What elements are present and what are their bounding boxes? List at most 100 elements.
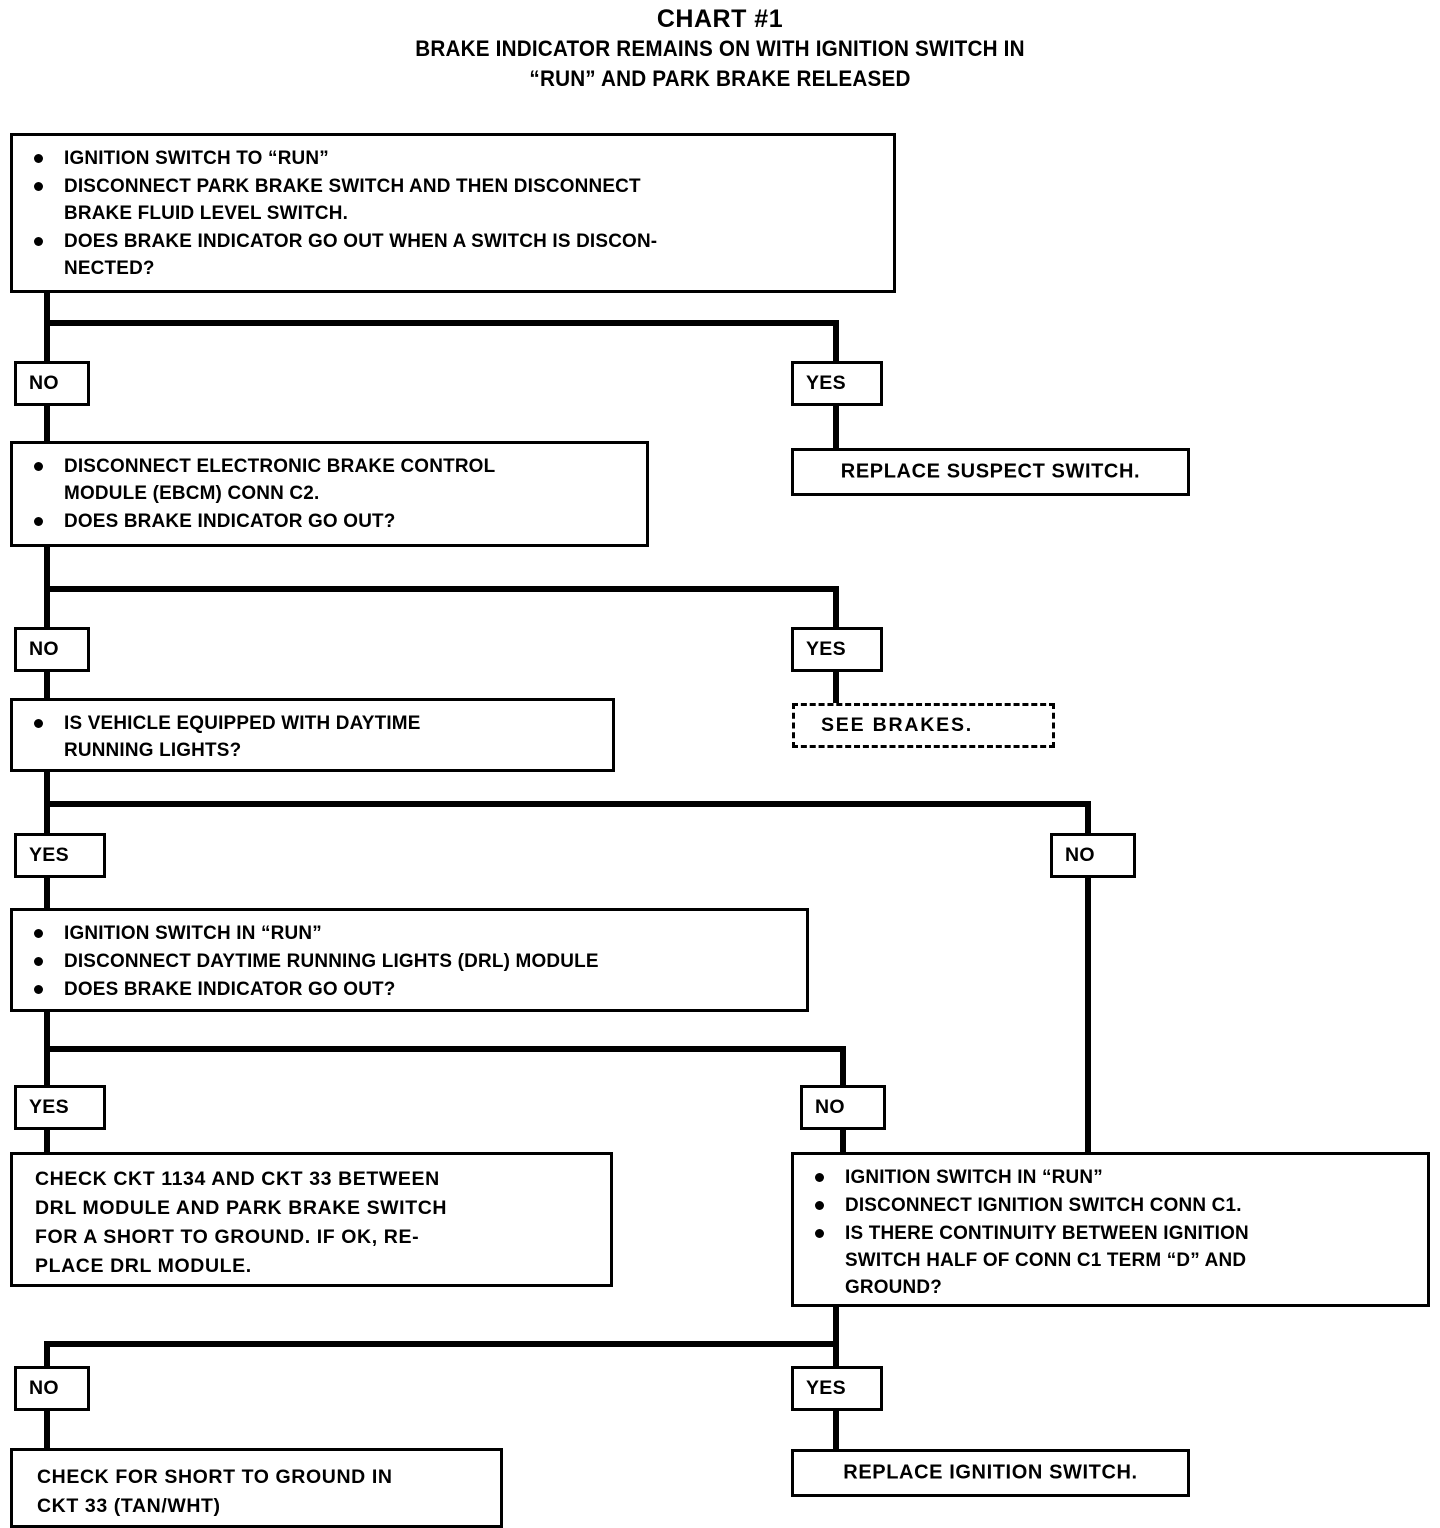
branch-label-text: NO: [29, 637, 59, 660]
connector-no1-to-step2: [44, 405, 50, 443]
branch-label-yes-2: YES: [791, 627, 883, 672]
step-4-question-box: IGNITION SWITCH IN “RUN” DISCONNECT DAYT…: [10, 908, 809, 1012]
connector-step5-branch: [44, 1341, 839, 1347]
chart-subtitle-line-2: “RUN” AND PARK BRAKE RELEASED: [529, 66, 911, 91]
outcome-text: CHECK CKT 1134 AND CKT 33 BETWEEN DRL MO…: [35, 1168, 448, 1277]
list-item: IGNITION SWITCH TO “RUN”: [25, 145, 887, 172]
bullet-icon: [815, 1173, 824, 1182]
connector-step5-to-yes: [833, 1341, 839, 1383]
bullet-icon: [34, 957, 43, 966]
branch-label-no-3: NO: [1050, 833, 1136, 878]
branch-label-yes-3: YES: [14, 833, 106, 878]
list-item: DISCONNECT DAYTIME RUNNING LIGHTS (DRL) …: [25, 948, 800, 975]
bullet-icon: [34, 462, 43, 471]
connector-step2-to-yes: [833, 586, 839, 628]
step-2-question-box: DISCONNECT ELECTRONIC BRAKE CONTROL MODU…: [10, 441, 649, 547]
reference-see-brakes: SEE BRAKES.: [792, 703, 1055, 748]
step-1-bullet-2: DISCONNECT PARK BRAKE SWITCH AND THEN DI…: [64, 175, 641, 224]
step-5-bullet-3: IS THERE CONTINUITY BETWEEN IGNITION SWI…: [845, 1222, 1249, 1298]
connector-no3-to-step5: [1085, 877, 1091, 1154]
step-5-bullet-2: DISCONNECT IGNITION SWITCH CONN C1.: [845, 1194, 1242, 1216]
step-5-bullet-list: IGNITION SWITCH IN “RUN” DISCONNECT IGNI…: [806, 1164, 1421, 1302]
outcome-text: REPLACE SUSPECT SWITCH.: [840, 460, 1141, 483]
connector-step3-branch: [44, 801, 1091, 807]
bullet-icon: [815, 1201, 824, 1210]
outcome-check-ckt-1134-and-33: CHECK CKT 1134 AND CKT 33 BETWEEN DRL MO…: [10, 1152, 613, 1287]
connector-step1-to-no: [44, 320, 50, 362]
bullet-icon: [34, 237, 43, 246]
bullet-icon: [34, 182, 43, 191]
connector-yes1-to-replace-switch: [833, 405, 839, 450]
step-5-question-box: IGNITION SWITCH IN “RUN” DISCONNECT IGNI…: [791, 1152, 1430, 1307]
step-4-bullet-list: IGNITION SWITCH IN “RUN” DISCONNECT DAYT…: [25, 920, 800, 1004]
step-1-bullet-1: IGNITION SWITCH TO “RUN”: [64, 147, 329, 169]
step-2-bullet-list: DISCONNECT ELECTRONIC BRAKE CONTROL MODU…: [25, 453, 640, 536]
chart-subtitle-line-1: BRAKE INDICATOR REMAINS ON WITH IGNITION…: [415, 36, 1025, 61]
branch-label-text: NO: [29, 1376, 59, 1399]
list-item: DOES BRAKE INDICATOR GO OUT?: [25, 976, 800, 1003]
connector-yes3-to-step4: [44, 877, 50, 910]
step-2-bullet-1: DISCONNECT ELECTRONIC BRAKE CONTROL MODU…: [64, 455, 496, 504]
connector-step3-to-no: [1085, 801, 1091, 835]
step-3-question-box: IS VEHICLE EQUIPPED WITH DAYTIME RUNNING…: [10, 698, 615, 772]
chart-title-block: CHART #1 BRAKE INDICATOR REMAINS ON WITH…: [0, 4, 1440, 94]
bullet-icon: [34, 517, 43, 526]
branch-label-text: NO: [1065, 843, 1095, 866]
connector-step3-to-yes: [44, 801, 50, 835]
branch-label-text: NO: [815, 1095, 845, 1118]
reference-text: SEE BRAKES.: [821, 713, 973, 736]
step-1-bullet-3: DOES BRAKE INDICATOR GO OUT WHEN A SWITC…: [64, 230, 658, 279]
branch-label-no-1: NO: [14, 361, 90, 406]
bullet-icon: [34, 929, 43, 938]
step-5-bullet-1: IGNITION SWITCH IN “RUN”: [845, 1166, 1103, 1188]
connector-step4-branch: [44, 1046, 846, 1052]
connector-step1-branch: [44, 320, 839, 326]
branch-label-text: YES: [29, 843, 69, 866]
connector-step5-down: [833, 1306, 839, 1346]
step-4-bullet-2: DISCONNECT DAYTIME RUNNING LIGHTS (DRL) …: [64, 950, 599, 972]
step-3-bullet-1: IS VEHICLE EQUIPPED WITH DAYTIME RUNNING…: [64, 712, 421, 761]
branch-label-text: YES: [29, 1095, 69, 1118]
connector-no4-to-step5: [840, 1129, 846, 1155]
connector-step1-down: [44, 293, 50, 323]
connector-step4-to-yes: [44, 1046, 50, 1086]
branch-label-text: YES: [806, 637, 846, 660]
connector-no2-to-step3: [44, 671, 50, 701]
step-1-bullet-list: IGNITION SWITCH TO “RUN” DISCONNECT PARK…: [25, 145, 887, 283]
connector-step3-down: [44, 771, 50, 807]
branch-label-yes-5: YES: [791, 1366, 883, 1411]
list-item: DISCONNECT IGNITION SWITCH CONN C1.: [806, 1192, 1421, 1219]
branch-label-text: NO: [29, 371, 59, 394]
connector-step2-to-no: [44, 586, 50, 628]
outcome-text: REPLACE IGNITION SWITCH.: [843, 1461, 1138, 1484]
step-1-question-box: IGNITION SWITCH TO “RUN” DISCONNECT PARK…: [10, 133, 896, 293]
branch-label-no-2: NO: [14, 627, 90, 672]
list-item: DISCONNECT PARK BRAKE SWITCH AND THEN DI…: [25, 173, 887, 227]
connector-step4-down: [44, 1011, 50, 1051]
bullet-icon: [815, 1229, 824, 1238]
bullet-icon: [34, 719, 43, 728]
step-2-bullet-2: DOES BRAKE INDICATOR GO OUT?: [64, 510, 396, 532]
bullet-icon: [34, 154, 43, 163]
connector-yes5-to-outcome: [833, 1410, 839, 1452]
outcome-replace-ignition-switch: REPLACE IGNITION SWITCH.: [791, 1449, 1190, 1497]
connector-step1-to-yes: [833, 320, 839, 362]
connector-step2-branch: [44, 586, 839, 592]
list-item: DOES BRAKE INDICATOR GO OUT WHEN A SWITC…: [25, 228, 887, 282]
step-3-bullet-list: IS VEHICLE EQUIPPED WITH DAYTIME RUNNING…: [25, 710, 606, 765]
list-item: IS THERE CONTINUITY BETWEEN IGNITION SWI…: [806, 1220, 1421, 1301]
connector-step2-down: [44, 546, 50, 591]
outcome-replace-suspect-switch: REPLACE SUSPECT SWITCH.: [791, 448, 1190, 496]
list-item: DISCONNECT ELECTRONIC BRAKE CONTROL MODU…: [25, 453, 640, 507]
branch-label-text: YES: [806, 1376, 846, 1399]
branch-label-yes-1: YES: [791, 361, 883, 406]
bullet-icon: [34, 985, 43, 994]
step-4-bullet-1: IGNITION SWITCH IN “RUN”: [64, 922, 322, 944]
list-item: IS VEHICLE EQUIPPED WITH DAYTIME RUNNING…: [25, 710, 606, 764]
list-item: DOES BRAKE INDICATOR GO OUT?: [25, 508, 640, 535]
branch-label-no-5: NO: [14, 1366, 90, 1411]
list-item: IGNITION SWITCH IN “RUN”: [806, 1164, 1421, 1191]
list-item: IGNITION SWITCH IN “RUN”: [25, 920, 800, 947]
connector-no5-to-outcome: [44, 1410, 50, 1450]
outcome-text: CHECK FOR SHORT TO GROUND IN CKT 33 (TAN…: [37, 1466, 393, 1517]
